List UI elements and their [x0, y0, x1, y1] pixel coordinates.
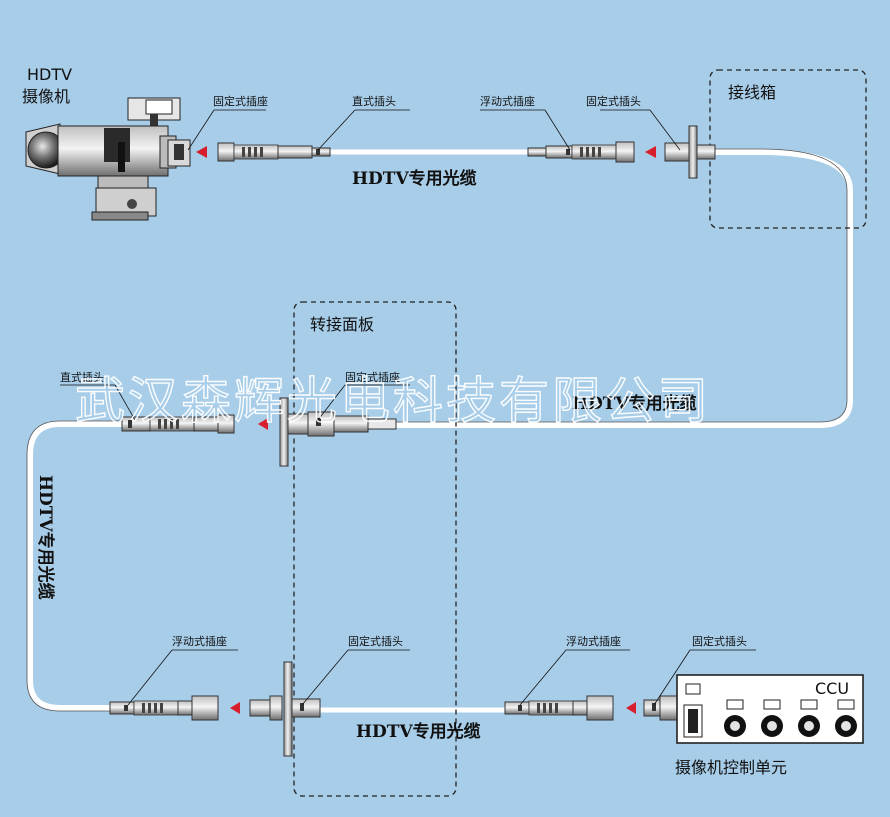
label-fixed-plug-bottom: 固定式插头 [348, 634, 403, 648]
label-straight-plug-mid: 直式插头 [60, 370, 104, 384]
arrow-icon [626, 702, 636, 714]
adapter-panel-fixed-plug [249, 661, 321, 757]
label-hdtv-camera-line2: 摄像机 [22, 87, 70, 106]
label-fixed-plug: 固定式插头 [586, 94, 641, 108]
label-cable-left: HDTV专用光缆 [35, 475, 56, 600]
label-cable-mid: HDTV专用光缆 [572, 393, 697, 414]
label-adapter-panel: 转接面板 [310, 315, 374, 334]
straight-plug-connector [217, 142, 331, 162]
label-ccu-panel: CCU [815, 679, 849, 698]
label-floating-socket-bottom-left: 浮动式插座 [172, 634, 227, 648]
label-fixed-socket-mid: 固定式插座 [345, 370, 400, 384]
label-straight-plug: 直式插头 [352, 94, 396, 108]
arrow-icon [258, 418, 268, 430]
label-fixed-plug-ccu: 固定式插头 [692, 634, 747, 648]
adapter-panel-fixed-socket [279, 397, 397, 467]
straight-plug-connector-mid [121, 414, 235, 434]
cable-paths [27, 149, 853, 713]
ccu-fixed-plug-connector [643, 695, 679, 721]
adapter-panel-outline [293, 301, 457, 797]
label-fixed-socket: 固定式插座 [213, 94, 268, 108]
label-junction-box: 接线箱 [728, 83, 776, 102]
watermark-text: 武汉森辉光电科技有限公司 [75, 372, 711, 430]
floating-socket-connector-bottom-right [504, 695, 614, 721]
label-ccu-unit: 摄像机控制单元 [675, 758, 787, 777]
junction-box-connector [664, 125, 716, 179]
label-floating-socket: 浮动式插座 [480, 94, 535, 108]
label-hdtv-camera-line1: HDTV [27, 65, 72, 84]
arrow-icon [645, 146, 656, 158]
floating-socket-connector [527, 141, 635, 163]
arrow-icon [196, 146, 207, 158]
ccu-unit-icon [676, 674, 864, 744]
floating-socket-connector-bottom-left [109, 695, 219, 721]
hdtv-camera-icon [25, 97, 191, 221]
label-cable-top: HDTV专用光缆 [352, 168, 477, 189]
label-cable-bottom: HDTV专用光缆 [356, 721, 481, 742]
label-floating-socket-bottom-right: 浮动式插座 [566, 634, 621, 648]
arrow-icon [230, 702, 240, 714]
